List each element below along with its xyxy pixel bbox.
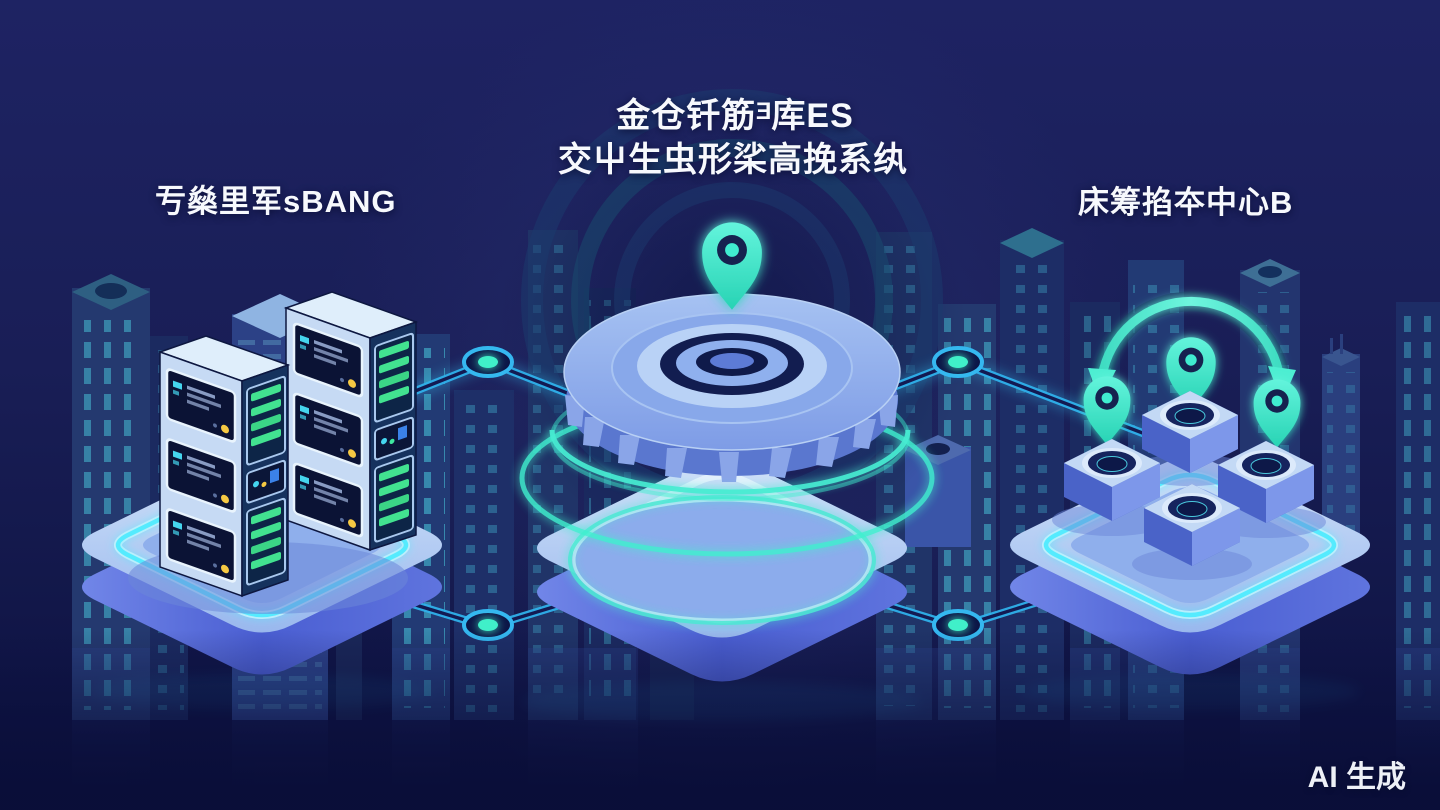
server-rack-icon <box>283 291 419 552</box>
left-platform-label: 亐燊里军sBANG <box>155 184 397 219</box>
center-platform-title-line2: 交屮生虫形桬高挽系纨 <box>558 141 908 179</box>
link-node-icon <box>934 348 982 376</box>
link-node-icon <box>464 348 512 376</box>
halo-ring-front <box>549 429 911 495</box>
right-platform-label: 床筹掐夲中心B <box>1078 185 1294 220</box>
center-platform-title-line1: 金仓钎筋ᴲ库ES <box>616 97 854 135</box>
gear-disc-icon <box>563 293 901 482</box>
bottom-vignette <box>0 630 1440 810</box>
building <box>1322 334 1360 554</box>
ai-generated-watermark: AI 生成 <box>1307 761 1406 794</box>
server-rack-icon <box>157 335 291 598</box>
platform-plate <box>572 498 872 622</box>
